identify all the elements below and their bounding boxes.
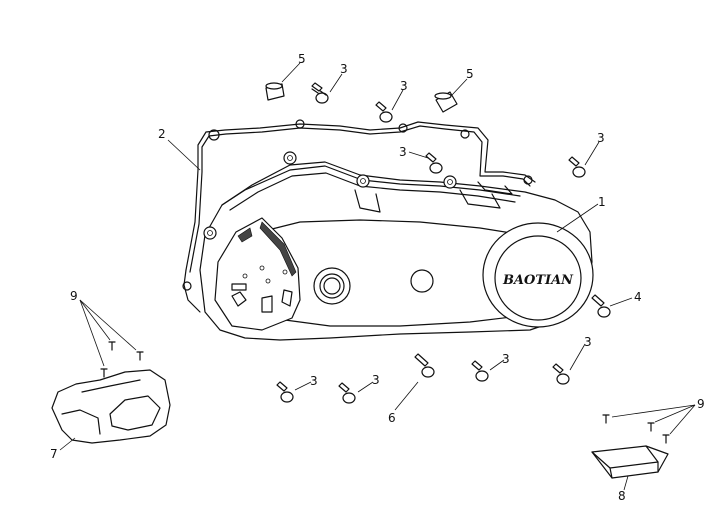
callout-3: 3 [584,335,592,349]
bolt [338,382,356,404]
callout-6: 6 [388,411,396,425]
small-screws [100,341,670,444]
callout-7: 7 [50,447,58,461]
callout-4: 4 [634,290,642,304]
bolt [425,152,443,174]
side-guard [51,369,171,444]
callout-5: 5 [466,67,474,81]
callout-3: 3 [310,374,318,388]
callout-3: 3 [502,352,510,366]
callout-3: 3 [399,145,407,159]
bolt [311,82,329,104]
callout-3: 3 [372,373,380,387]
small-tray [591,445,669,479]
bolt [568,156,586,178]
crankcase-cover: BAOTIAN [199,151,594,341]
callout-9: 9 [697,397,705,411]
bolt [552,363,570,385]
callout-3: 3 [400,79,408,93]
callout-9: 9 [70,289,78,303]
dowel-sleeve [434,91,458,113]
callout-3: 3 [597,131,605,145]
gasket [182,119,536,313]
bolts-group [276,82,611,404]
bolt [591,294,611,318]
dowel-sleeve [265,82,285,101]
bolt [471,360,489,382]
callout-2: 2 [158,127,166,141]
callout-8: 8 [618,489,626,503]
callout-5: 5 [298,52,306,66]
callout-3: 3 [340,62,348,76]
callout-labels: 1 2 3 3 3 3 3 3 3 3 3 4 5 5 6 7 8 9 9 [50,52,705,503]
brand-logo: BAOTIAN [502,273,574,288]
bolt [414,353,435,378]
bolt [375,101,393,123]
callout-1: 1 [598,195,606,209]
bolt [276,381,294,403]
leader-lines [59,62,696,491]
